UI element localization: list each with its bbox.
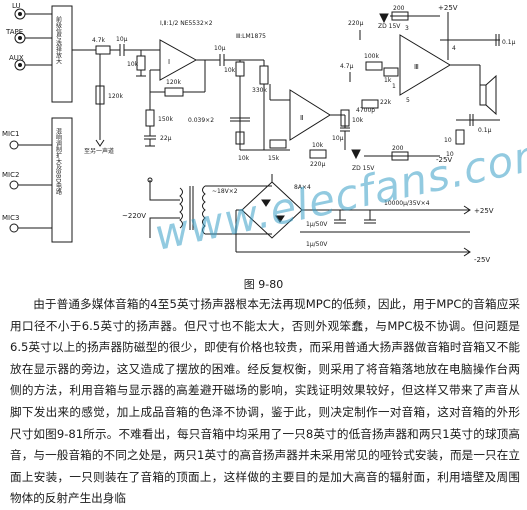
zd-b-label: ZD 15V [352, 165, 375, 172]
res-100k-label: 100k [364, 53, 379, 60]
bridge-label: 8A×4 [294, 184, 311, 191]
pin-4: 4 [452, 45, 456, 52]
bbd-block-label: 混响调制扩大及BBD电路 [55, 127, 62, 196]
zd-a-label: ZD 15V [378, 23, 401, 30]
body-paragraph: 由于普通多媒体音箱的4至5英寸扬声器根本无法再现MPC的低频，因此，用于MPC的… [10, 297, 520, 506]
res-1k-label: 1k [384, 77, 392, 84]
ic-3-label: Ⅲ:LM1875 [236, 33, 266, 40]
res-10k-c [235, 131, 245, 145]
res-120k-a-label: 120k [108, 93, 123, 100]
input-aux-label: AUX [9, 54, 24, 62]
psu-plus-label: +25V [474, 207, 494, 215]
input-jacks [14, 8, 52, 71]
res-200-a [391, 11, 409, 21]
res-200-a-label: 200 [393, 5, 405, 12]
other-channel-label: 至另一声道 [84, 147, 114, 155]
res-120k-b-label: 120k [166, 79, 181, 86]
input-tape-label: TAPE [5, 28, 23, 36]
pin-5: 5 [406, 97, 410, 104]
res-150k [145, 109, 155, 127]
rail-minus-label: -25V [436, 156, 452, 164]
res-4k7 [95, 45, 111, 55]
cap-10u-c-label: 10μ [332, 135, 344, 142]
res-22k-label: 22k [380, 99, 392, 106]
selector-block [51, 5, 73, 103]
cap-0039-label: 0.039×2 [188, 117, 214, 124]
mic2-label: MIC2 [2, 171, 19, 179]
res-10k-b [235, 61, 245, 77]
res-4k7-label: 4.7k [92, 37, 106, 44]
filter-caps-label: 10000μ/35V×4 [384, 200, 430, 207]
res-10k-a [136, 55, 146, 71]
opamp-2-label: Ⅱ [300, 114, 303, 122]
res-10k-d-label: 10k [312, 142, 324, 149]
opamp-2 [289, 89, 331, 141]
res-150k-label: 150k [158, 116, 173, 123]
mic1-label: MIC1 [2, 130, 19, 138]
bridge-rectifier [241, 181, 303, 239]
res-10k-b-label: 10k [224, 67, 236, 74]
opamp-3-label: Ⅲ [414, 63, 419, 71]
selector-block-label: 前级信号选择放大 [55, 15, 62, 65]
cap-220u-a-label: 220μ [348, 20, 363, 27]
cap-01u-a-label: 0.1μ [502, 39, 516, 46]
psu-minus-label: -25V [474, 256, 490, 264]
res-10-b-label: 10 [446, 151, 454, 158]
opamp-1-label: Ⅰ [168, 58, 170, 66]
res-330k-label: 330k [252, 87, 267, 94]
circuit-schematic: LU TAPE AUX 前级信号选择放大 混响调制扩大及BBD电路 MIC1 M… [2, 2, 516, 264]
c-1u-b-label: 1μ/50V [306, 241, 328, 248]
res-10-a [455, 129, 465, 145]
mic3-label: MIC3 [2, 214, 19, 222]
res-10k-e-label: 10k [352, 117, 364, 124]
opamp-3 [399, 34, 451, 96]
res-200-b [391, 151, 409, 161]
rail-plus-label: +25V [438, 4, 458, 12]
res-10-a-label: 10 [444, 137, 452, 144]
cap-22u-label: 22μ [160, 135, 172, 142]
secondary-label: ~18V×2 [212, 188, 238, 195]
figure-caption: 图 9-80 [243, 278, 284, 291]
res-100k [365, 61, 383, 71]
pin-3: 3 [405, 25, 409, 32]
res-22k [361, 99, 379, 109]
cap-4700p-label: 4700p [356, 107, 375, 114]
cap-10u-b-label: 10μ [214, 45, 226, 52]
mains-label: ~220V [122, 212, 146, 220]
cap-220u-b-label: 220μ [310, 161, 325, 168]
speaker-cone [485, 74, 497, 116]
res-200-b-label: 200 [392, 145, 404, 152]
ic-12-label: Ⅰ,Ⅱ:1/2 NE5532×2 [160, 20, 213, 27]
res-10k-d [309, 149, 327, 159]
res-10k-c-label: 10k [238, 155, 250, 162]
transformer [179, 185, 206, 235]
res-1k [383, 67, 399, 77]
input-lu-label: LU [12, 2, 21, 10]
res-120k-a [95, 85, 105, 105]
res-10k-e [340, 109, 350, 127]
res-10k-a-label: 10k [127, 61, 139, 68]
cap-01u-b-label: 0.1μ [478, 127, 492, 134]
res-120k-b [164, 87, 184, 97]
res-15k-label: 15k [268, 155, 280, 162]
c-1u-a-label: 1μ/50V [306, 221, 328, 228]
speaker-icon [479, 84, 487, 106]
cap-47u-label: 4.7μ [340, 63, 354, 70]
bbd-block [51, 117, 73, 243]
mic-jacks [9, 140, 52, 233]
opamp-1 [159, 39, 198, 81]
res-15k [269, 139, 287, 149]
res-330k [259, 65, 269, 85]
cap-10u-a-label: 10μ [116, 36, 128, 43]
pin-1: 1 [392, 83, 396, 90]
body-text: 由于普通多媒体音箱的4至5英寸扬声器根本无法再现MPC的低频，因此，用于MPC的… [10, 294, 520, 510]
